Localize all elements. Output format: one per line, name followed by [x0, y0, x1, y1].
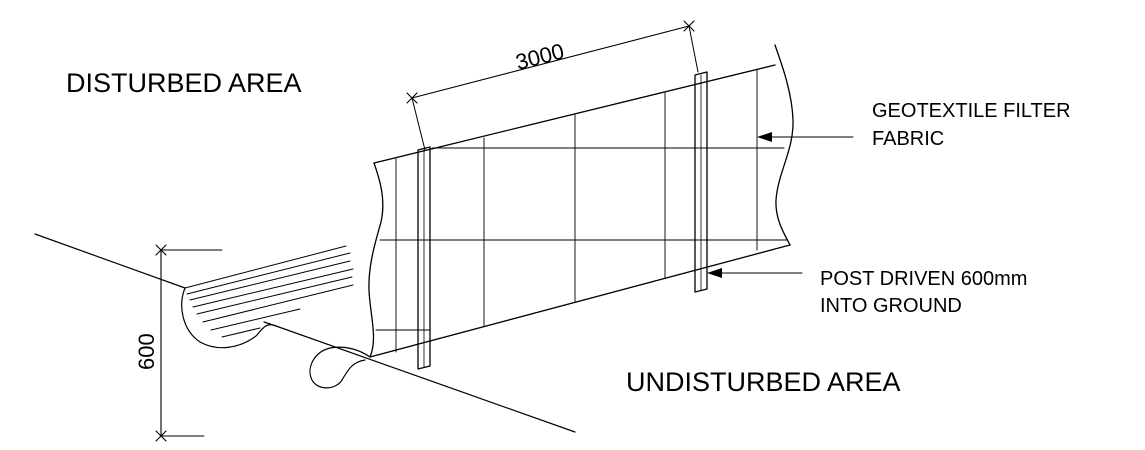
- trench-backfill: [181, 245, 354, 349]
- undisturbed-area-label: UNDISTURBED AREA: [626, 367, 901, 397]
- post-left: [417, 146, 431, 370]
- post-leader: [707, 268, 803, 278]
- geotextile-label-line1: GEOTEXTILE FILTER: [872, 100, 1071, 122]
- geotextile-leader: [757, 132, 854, 142]
- geotextile-fabric: [368, 44, 794, 358]
- post-spacing-label: 3000: [513, 38, 567, 74]
- disturbed-area-label: DISTURBED AREA: [66, 68, 302, 98]
- geotextile-label-line2: FABRIC: [872, 128, 944, 150]
- trench-depth-dimension: [155, 244, 223, 442]
- post-label-line2: INTO GROUND: [820, 295, 962, 317]
- trench-depth-label: 600: [134, 333, 159, 370]
- post-right: [694, 71, 708, 293]
- post-spacing-dimension: [406, 20, 699, 151]
- post-label-line1: POST DRIVEN 600mm: [820, 268, 1027, 290]
- ground-line: [34, 233, 576, 433]
- fabric-buried-flap: [309, 346, 371, 389]
